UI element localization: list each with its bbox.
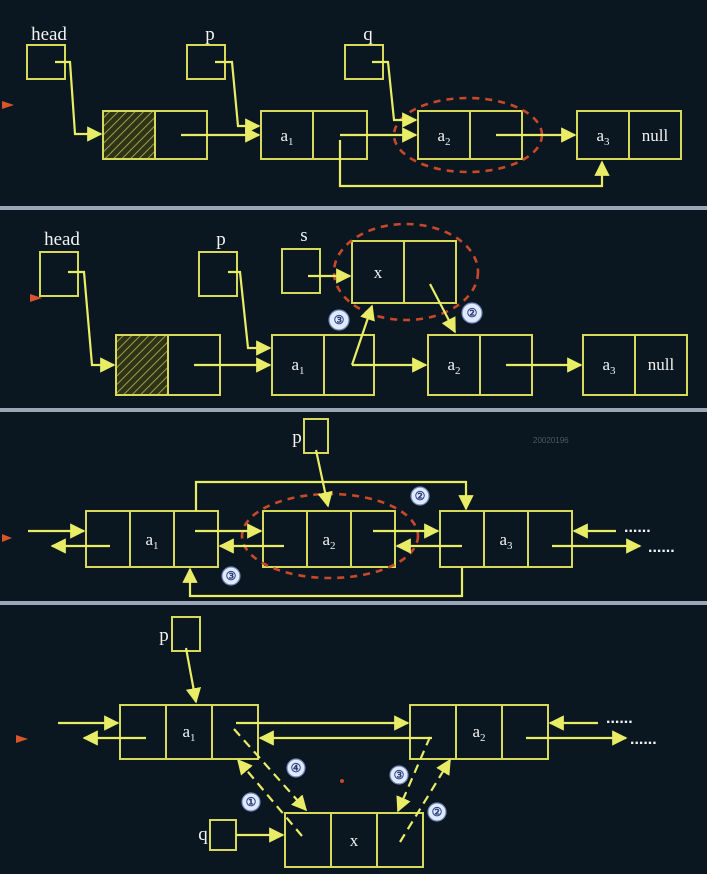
panel-1-delete-singly: head p q a1 a2 a3 null xyxy=(26,24,682,188)
p-pointer-label: p xyxy=(292,427,302,448)
s-pointer-box xyxy=(281,248,321,294)
new-node-label: x xyxy=(374,263,383,282)
step-badge xyxy=(410,486,430,506)
ellipsis: ...... xyxy=(624,519,651,536)
step-badge xyxy=(328,309,350,331)
step-badge-label: ③ xyxy=(394,768,405,782)
node-next xyxy=(501,704,549,760)
p-arrow xyxy=(314,449,333,508)
p-pointer-label: p xyxy=(216,229,226,250)
ellipsis: ...... xyxy=(630,731,657,748)
step-3-arrow xyxy=(350,304,375,366)
edge-marker xyxy=(30,294,42,302)
p-pointer-box xyxy=(198,251,238,297)
step-badge-label: ② xyxy=(432,805,443,819)
step-badge-label: ③ xyxy=(226,569,237,583)
node-label: a2 xyxy=(472,722,485,744)
watermark: 20020196 xyxy=(533,436,569,445)
edge-marker xyxy=(16,735,28,743)
step-badge-label: ③ xyxy=(334,313,345,327)
node-label: a2 xyxy=(322,530,335,552)
new-node-next xyxy=(376,812,424,868)
ellipsis: ...... xyxy=(606,710,633,727)
null-label: null xyxy=(648,355,675,374)
node-next xyxy=(527,510,573,568)
head-pointer-label: head xyxy=(31,24,67,45)
node-label: a2 xyxy=(437,126,450,148)
step-badge xyxy=(286,758,306,778)
head-pointer-box xyxy=(39,251,79,297)
bypass-arrow xyxy=(338,140,610,188)
node-next xyxy=(628,110,682,160)
head-node-data xyxy=(102,110,156,160)
arrow xyxy=(68,270,116,373)
node-label: a1 xyxy=(291,355,304,377)
node-label: a1 xyxy=(145,530,158,552)
null-label: null xyxy=(642,126,669,145)
arrow xyxy=(228,270,272,356)
head-pointer-label: head xyxy=(44,229,80,250)
step-badge-label: ② xyxy=(415,489,426,503)
node-label: a3 xyxy=(602,355,616,377)
panel-separator xyxy=(0,408,707,412)
p-pointer-label: p xyxy=(205,24,215,45)
step-2-bypass-arrow xyxy=(194,480,474,511)
new-node-label: x xyxy=(350,831,359,850)
panel-separator xyxy=(0,601,707,605)
step-badge xyxy=(461,302,483,324)
p-arrow xyxy=(184,647,202,704)
step-3-arrow xyxy=(396,736,432,813)
node-label: a3 xyxy=(499,530,513,552)
node-label: a3 xyxy=(596,126,610,148)
panel-2-insert-singly: head p s x a1 a2 a3 null ③ ② xyxy=(39,222,688,396)
step-badge xyxy=(427,802,447,822)
arrow xyxy=(55,60,103,142)
step-4-arrow xyxy=(233,728,308,812)
step-2-arrow xyxy=(399,758,451,843)
node-next xyxy=(211,704,259,760)
step-badge xyxy=(241,792,261,812)
node-label: a1 xyxy=(182,722,195,744)
step-badge-label: ① xyxy=(246,795,257,809)
node-next xyxy=(634,334,688,396)
step-3-bypass-arrow xyxy=(182,567,464,598)
p-pointer-label: p xyxy=(159,625,169,646)
new-node-next xyxy=(403,240,457,304)
panel-separator xyxy=(0,206,707,210)
edge-marker xyxy=(2,534,12,542)
node-label: a2 xyxy=(447,355,460,377)
step-badge xyxy=(389,765,409,785)
new-node-highlight xyxy=(332,222,480,322)
step-badge xyxy=(221,566,241,586)
s-pointer-label: s xyxy=(300,225,307,246)
edge-marker xyxy=(2,101,14,109)
panel-3-delete-doubly: p 20020196 a1 a2 a3 ...... ...... ② ③ xyxy=(28,418,675,598)
dot-mark xyxy=(340,779,344,783)
q-pointer-label: q xyxy=(198,824,208,845)
ellipsis: ...... xyxy=(648,539,675,556)
node-label: a1 xyxy=(280,126,293,148)
step-1-arrow xyxy=(237,758,303,837)
step-badge-label: ② xyxy=(467,306,478,320)
node-next xyxy=(350,510,396,568)
step-badge-label: ④ xyxy=(291,761,302,775)
arrow xyxy=(372,60,418,128)
panel-4-insert-doubly: p a1 a2 x q ...... ...... ④ ① xyxy=(58,616,657,868)
q-pointer-label: q xyxy=(363,24,373,45)
arrow xyxy=(215,60,261,134)
head-node-data xyxy=(115,334,169,396)
step-2-arrow xyxy=(429,283,456,334)
